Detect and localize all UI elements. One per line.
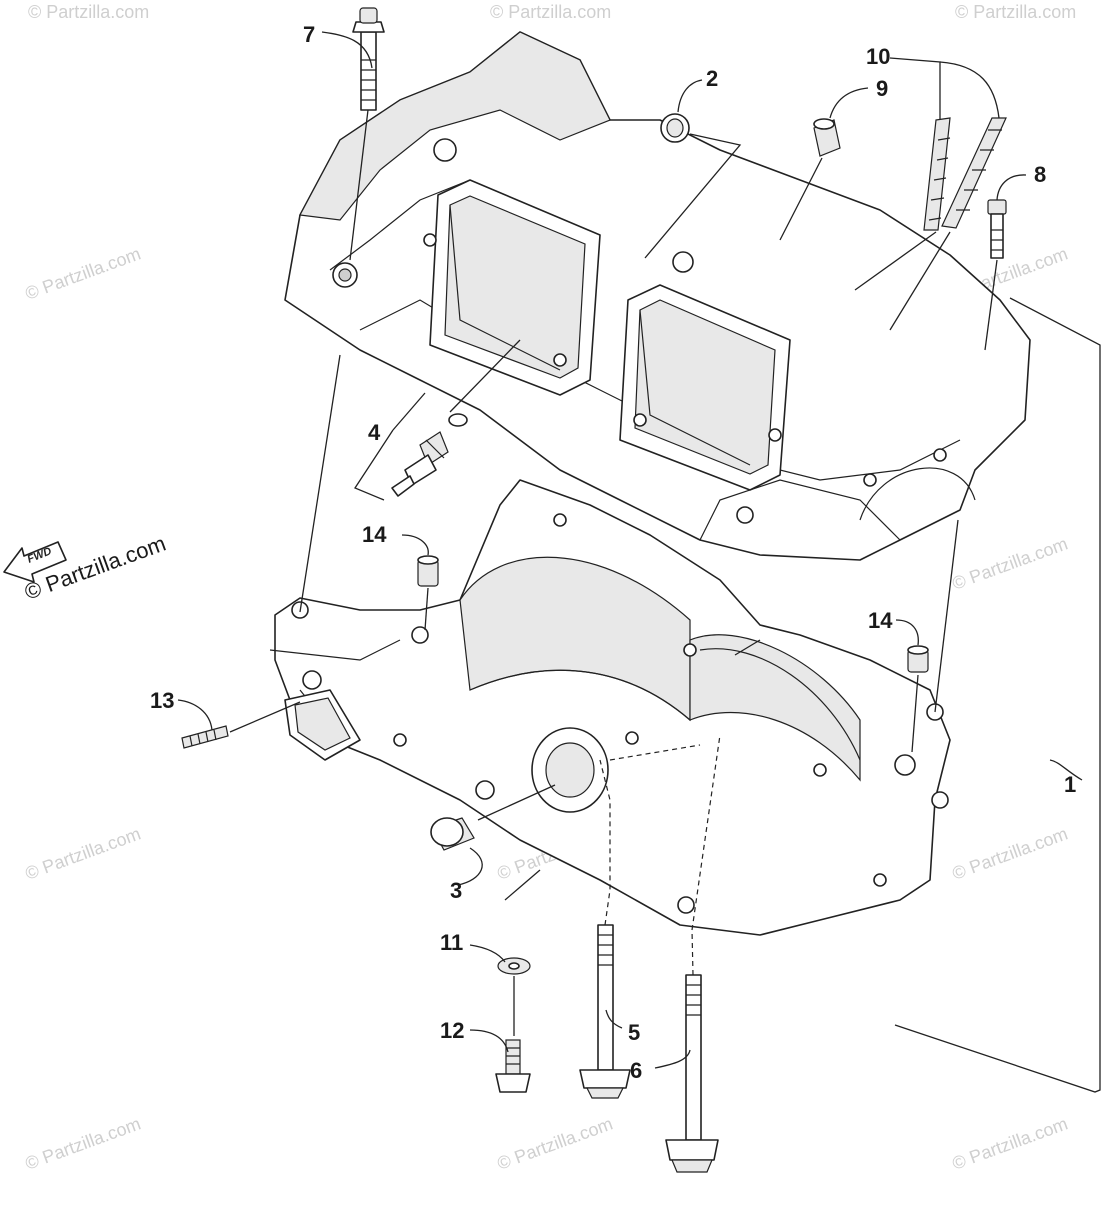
callout-14-right: 14 bbox=[868, 608, 893, 633]
callout-14-left: 14 bbox=[362, 522, 387, 547]
bolt-5 bbox=[579, 924, 631, 1099]
callout-6: 6 bbox=[630, 1058, 642, 1083]
fitting-4 bbox=[391, 413, 468, 497]
washer-11 bbox=[497, 957, 531, 975]
callouts: 7 2 9 10 8 4 14 14 13 1 3 11 12 5 6 bbox=[150, 22, 1076, 1083]
hardware bbox=[181, 7, 1007, 1173]
callout-8: 8 bbox=[1034, 162, 1046, 187]
watermark: © Partzilla.com bbox=[23, 1113, 144, 1173]
upper-crankcase bbox=[284, 31, 1031, 561]
callout-1: 1 bbox=[1064, 772, 1076, 797]
ring-2 bbox=[660, 113, 690, 143]
watermark: © Partzilla.com bbox=[490, 2, 611, 22]
bolt-7 bbox=[352, 7, 385, 111]
watermark: © Partzilla.com bbox=[23, 243, 144, 303]
watermark: © Partzilla.com bbox=[28, 2, 149, 22]
leader-lines bbox=[177, 31, 1101, 1093]
bolt-12 bbox=[495, 1039, 531, 1093]
dowel-14-left bbox=[417, 555, 439, 587]
watermark: © Partzilla.com bbox=[955, 2, 1076, 22]
callout-12: 12 bbox=[440, 1018, 464, 1043]
callout-11: 11 bbox=[440, 930, 463, 955]
bolt-8 bbox=[987, 199, 1007, 259]
dowel-9 bbox=[813, 118, 841, 157]
bolt-6 bbox=[665, 974, 719, 1173]
lower-crankcase bbox=[269, 479, 951, 936]
watermark: © Partzilla.com bbox=[950, 1113, 1071, 1173]
watermark: © Partzilla.com bbox=[950, 533, 1071, 593]
studs-10 bbox=[923, 117, 1007, 231]
callout-4: 4 bbox=[368, 420, 381, 445]
dowel-14-right bbox=[907, 645, 929, 673]
callout-3: 3 bbox=[450, 878, 462, 903]
callout-10: 10 bbox=[866, 44, 890, 69]
callout-2: 2 bbox=[706, 66, 718, 91]
callout-7: 7 bbox=[303, 22, 315, 47]
callout-13: 13 bbox=[150, 688, 174, 713]
callout-9: 9 bbox=[876, 76, 888, 101]
callout-5: 5 bbox=[628, 1020, 640, 1045]
watermark: © Partzilla.com bbox=[950, 823, 1071, 883]
watermark: © Partzilla.com bbox=[23, 823, 144, 883]
stud-13 bbox=[181, 725, 229, 749]
watermark: © Partzilla.com bbox=[495, 1113, 616, 1173]
bushing-3 bbox=[430, 817, 475, 851]
